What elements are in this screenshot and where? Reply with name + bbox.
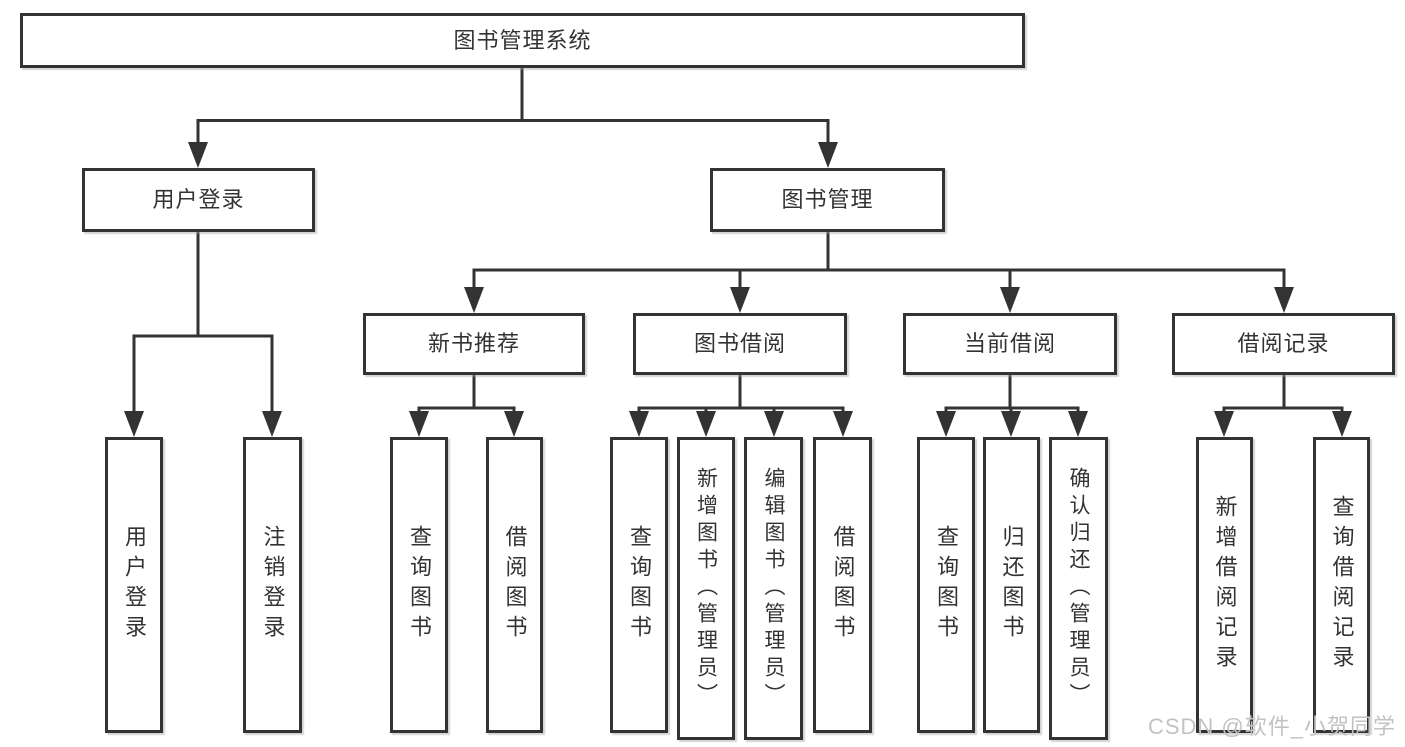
root-node-label: 图书管理系统 — [453, 27, 592, 53]
leaf-borrow-books-recommend: 借阅图书 — [486, 437, 543, 733]
leaf-query-books-current: 查询图书 — [917, 437, 975, 733]
node-book-borrowing-label: 图书借阅 — [693, 331, 786, 356]
node-new-book-recommendation: 新书推荐 — [363, 313, 585, 375]
leaf-add-books-admin-label: 新增图书（管理员） — [694, 467, 718, 710]
leaf-return-books-label: 归还图书 — [999, 525, 1025, 645]
leaf-confirm-return-admin: 确认归还（管理员） — [1049, 437, 1108, 740]
leaf-edit-books-admin-label: 编辑图书（管理员） — [762, 467, 785, 710]
node-new-book-recommendation-label: 新书推荐 — [427, 331, 520, 356]
leaf-return-books: 归还图书 — [983, 437, 1040, 733]
leaf-query-books-borrowing-label: 查询图书 — [627, 525, 652, 645]
leaf-add-borrow-record: 新增借阅记录 — [1196, 437, 1253, 733]
node-book-management: 图书管理 — [710, 168, 945, 232]
leaf-borrow-books-label: 借阅图书 — [830, 525, 856, 645]
node-user-login: 用户登录 — [82, 168, 315, 232]
leaf-query-borrow-record-label: 查询借阅记录 — [1329, 495, 1355, 675]
node-borrowing-records: 借阅记录 — [1172, 313, 1395, 375]
leaf-query-books-recommend: 查询图书 — [390, 437, 448, 733]
leaf-add-borrow-record-label: 新增借阅记录 — [1212, 495, 1238, 675]
leaf-user-login: 用户登录 — [105, 437, 163, 733]
leaf-borrow-books-recommend-label: 借阅图书 — [502, 525, 528, 645]
leaf-edit-books-admin: 编辑图书（管理员） — [744, 437, 803, 740]
leaf-user-login-label: 用户登录 — [122, 525, 147, 645]
leaf-query-books-current-label: 查询图书 — [934, 525, 959, 645]
root-node: 图书管理系统 — [20, 13, 1025, 68]
leaf-query-books-recommend-label: 查询图书 — [407, 525, 432, 645]
node-user-login-label: 用户登录 — [152, 187, 245, 212]
arrowheads — [124, 142, 1352, 437]
node-book-management-label: 图书管理 — [781, 187, 874, 212]
node-book-borrowing: 图书借阅 — [633, 313, 847, 375]
leaf-confirm-return-admin-label: 确认归还（管理员） — [1067, 467, 1090, 710]
leaf-query-books-borrowing: 查询图书 — [610, 437, 668, 733]
leaf-logout: 注销登录 — [243, 437, 302, 733]
node-current-borrowing-label: 当前借阅 — [963, 331, 1056, 356]
node-borrowing-records-label: 借阅记录 — [1237, 331, 1330, 356]
leaf-borrow-books: 借阅图书 — [813, 437, 872, 733]
leaf-logout-label: 注销登录 — [260, 525, 286, 645]
node-current-borrowing: 当前借阅 — [903, 313, 1117, 375]
leaf-add-books-admin: 新增图书（管理员） — [677, 437, 735, 740]
leaf-query-borrow-record: 查询借阅记录 — [1313, 437, 1370, 733]
csdn-watermark: CSDN @软件_小贺同学 — [1147, 714, 1396, 739]
